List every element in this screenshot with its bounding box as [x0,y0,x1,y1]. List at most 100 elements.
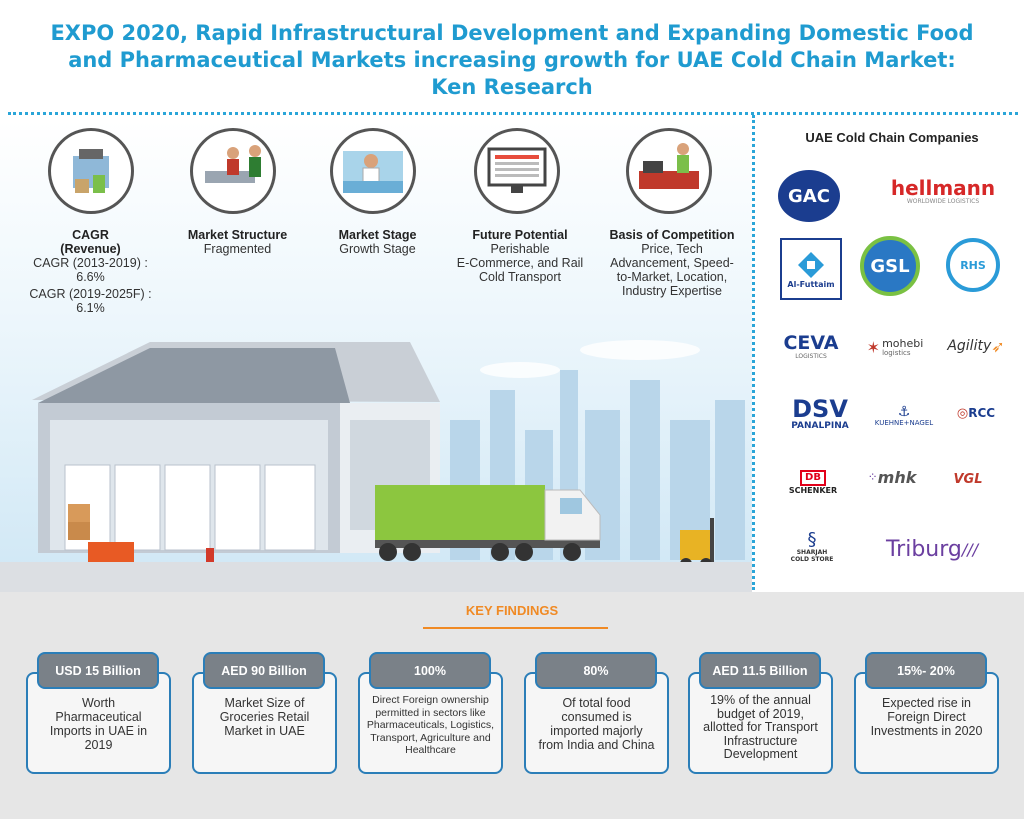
finding-badge: 100% [369,652,491,689]
cagr-icon [48,128,134,214]
title-line-1: EXPO 2020, Rapid Infrastructural Develop… [50,21,974,45]
rcc-swirl-icon: ◎ [956,405,969,421]
stat-competition-line4: Industry Expertise [621,284,723,298]
hellmann-logo: hellmann WORLDWIDE LOGISTICS [888,174,998,208]
competition-icon [626,128,712,214]
stat-stage-value: Growth Stage [339,242,416,256]
mhk-logo: ⁘ mhk [860,462,924,492]
finding-line: Expected rise in [882,696,971,710]
infographic-title: EXPO 2020, Rapid Infrastructural Develop… [0,20,1024,101]
market-stage-icon [330,128,416,214]
gac-logo: GAC [778,170,840,222]
stat-competition-line2: Advancement, Speed- [610,256,734,270]
vgl-logo: VGL [940,468,996,490]
stat-cagr-line4: 6.1% [76,301,105,315]
triburg-logo-text: Triburg [885,536,962,562]
finding-line: Of total food [562,696,631,710]
ceva-logo-text: CEVA [783,332,839,354]
vgl-logo-text: VGL [953,471,983,487]
finding-card-pharma-imports: USD 15 Billion Worth Pharmaceutical Impo… [26,652,171,774]
finding-badge: 15%- 20% [865,652,987,689]
stat-stage-heading: Market Stage [338,228,417,242]
gsl-logo: GSL [860,236,920,296]
finding-line: Foreign Direct [887,710,966,724]
title-line-2: and Pharmaceutical Markets increasing gr… [68,48,956,72]
finding-card-transport-budget: AED 11.5 Billion 19% of the annual budge… [688,652,833,774]
finding-line: Direct Foreign ownership [372,694,489,706]
finding-card-foreign-ownership: 100% Direct Foreign ownership permitted … [358,652,503,774]
title-divider [8,112,1018,115]
finding-line: from India and China [538,738,655,752]
finding-line: Pharmaceuticals, Logistics, [366,719,495,731]
sharjah-mark-icon: § [807,529,817,550]
agility-logo: Agility ➶ [940,332,1012,360]
finding-line: Pharmaceutical [55,710,142,724]
finding-badge: AED 90 Billion [203,652,325,689]
alfuttaim-logo: Al-Futtaim [780,238,842,300]
stat-cagr-heading: CAGR [72,228,109,242]
mohebi-text-group: mohebi logistics [882,338,923,357]
finding-line: Groceries Retail [219,710,310,724]
gsl-logo-text: GSL [870,255,910,277]
finding-card-groceries: AED 90 Billion Market Size of Groceries … [192,652,337,774]
db-logo-sub: SCHENKER [788,485,838,495]
sharjah-logo-sub: COLD STORE [790,556,834,563]
stat-cagr-heading-2: (Revenue) [60,242,121,256]
warehouse-illustration [32,340,745,580]
finding-text: Market Size of Groceries Retail Market i… [198,696,331,738]
stat-future-line2: E-Commerce, and Rail [456,256,584,270]
title-line-3: Ken Research [431,75,593,99]
stat-structure-heading: Market Structure [187,228,288,242]
stat-competition-line3: to-Market, Location, [616,270,728,284]
db-logo-text: DB [800,469,826,486]
stat-market-structure: Market Structure Fragmented [170,228,305,256]
companies-divider [752,115,755,590]
stat-future-line1: Perishable [490,242,550,256]
finding-line: Imports in UAE in [49,724,148,738]
mohebi-logo: ✶ mohebi logistics [862,332,928,362]
finding-text: Worth Pharmaceutical Imports in UAE in 2… [32,696,165,752]
dsv-logo-sub: PANALPINA [791,421,849,431]
sharjah-logo-text: SHARJAH [796,549,828,556]
finding-line: permitted in sectors like [375,706,486,719]
finding-badge: AED 11.5 Billion [699,652,821,689]
finding-line: Market in UAE [224,724,305,738]
db-schenker-logo: DB SCHENKER [782,464,844,500]
stat-competition-heading: Basis of Competition [609,228,735,242]
stat-cagr-line2: 6.6% [76,270,105,284]
finding-line: Healthcare [405,744,456,756]
sharjah-cold-store-logo: § SHARJAH COLD STORE [782,520,842,574]
key-findings-underline [423,627,608,629]
agility-logo-text: Agility [947,338,992,354]
finding-line: 2019 [84,738,113,752]
key-findings-title: KEY FINDINGS [465,603,559,618]
finding-line: Investments in 2020 [870,724,983,738]
ground-strip [0,562,752,592]
kuehne-nagel-logo: ⚓ KUEHNE+NAGEL [872,398,936,434]
rhs-logo-text: RHS [960,258,986,272]
stat-competition: Basis of Competition Price, Tech Advance… [598,228,746,298]
triburg-slash-icon: /// [961,539,979,559]
mhk-logo-text: mhk [877,467,917,487]
finding-text: Direct Foreign ownership permitted in se… [364,694,497,757]
stat-future-potential: Future Potential Perishable E-Commerce, … [450,228,590,284]
finding-text: Expected rise in Foreign Direct Investme… [860,696,993,738]
kuehne-logo-text: KUEHNE+NAGEL [874,419,934,427]
hellmann-logo-text: hellmann [890,175,996,200]
finding-line: imported majorly [550,724,643,738]
ceva-logo-sub: LOGISTICS [795,353,827,360]
dsv-logo-text: DSV [792,395,848,423]
ceva-logo: CEVA LOGISTICS [778,332,844,362]
stat-cagr-line3: CAGR (2019-2025F) : [29,287,152,301]
stat-structure-value: Fragmented [203,242,272,256]
stat-future-line3: Cold Transport [479,270,561,284]
mohebi-star-icon: ✶ [866,337,881,357]
stat-market-stage: Market Stage Growth Stage [310,228,445,256]
finding-card-fdi: 15%- 20% Expected rise in Foreign Direct… [854,652,999,774]
stat-future-heading: Future Potential [472,228,568,242]
finding-line: Market Size of [224,696,305,710]
rcc-logo: ◎ RCC [948,402,1004,424]
finding-badge: USD 15 Billion [37,652,159,689]
finding-line: budget of 2019, [717,706,804,721]
hellmann-logo-sub: WORLDWIDE LOGISTICS [906,197,980,205]
